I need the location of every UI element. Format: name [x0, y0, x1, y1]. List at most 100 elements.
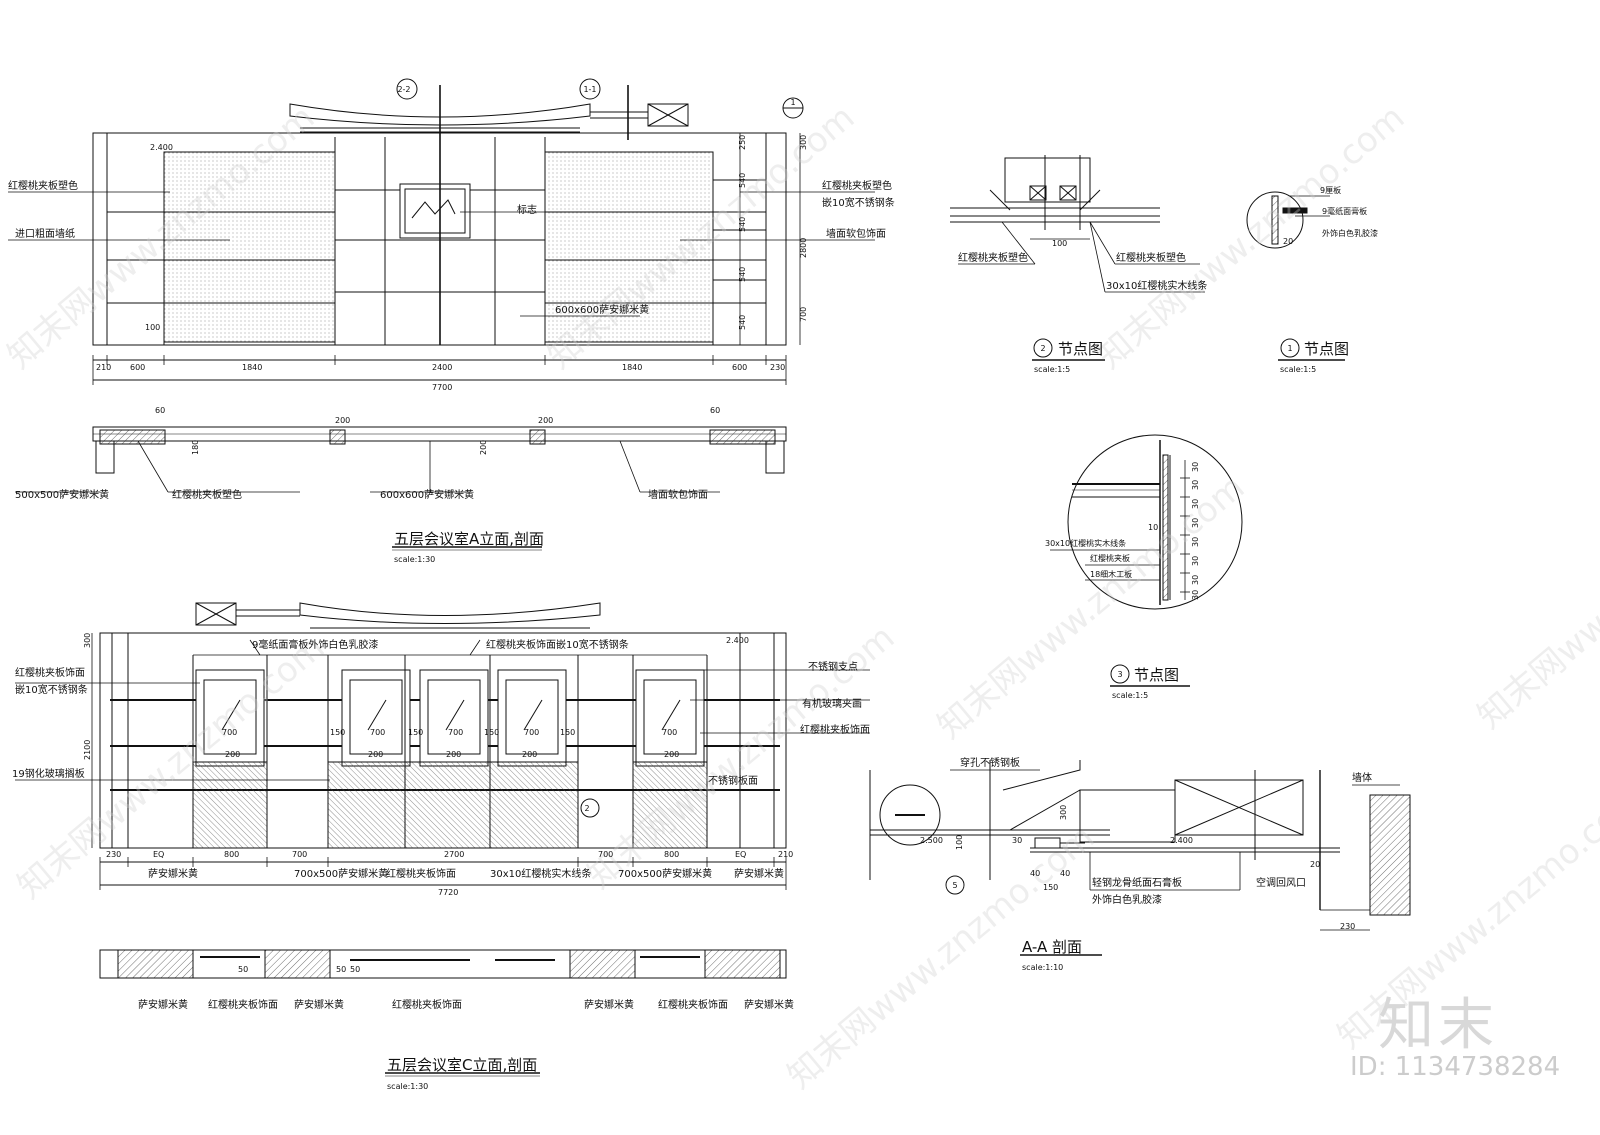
- label-c-top2: 红樱桃夹板饰面嵌10宽不锈钢条: [486, 638, 629, 651]
- label-c-s6: 红樱桃夹板饰面: [658, 998, 728, 1011]
- watermark-site: 知末网www.znzmo.com: [930, 467, 1252, 746]
- dim-c-700b: 700: [598, 850, 613, 859]
- label-c-b2: 700x500萨安娜米黄: [294, 867, 388, 880]
- node3-dim-30f: 30: [1191, 575, 1200, 585]
- dim-a-h540c: 540: [738, 267, 747, 282]
- aa-dim-30: 30: [1012, 836, 1022, 845]
- label-c-b6: 萨安娜米黄: [734, 867, 784, 880]
- callout-1-1: 1-1: [583, 85, 596, 94]
- label-a-right3: 墙面软包饰面: [826, 227, 886, 240]
- node3-dim-10: 10: [1148, 523, 1158, 532]
- dim-a-600b: 600: [732, 363, 747, 372]
- dim-a-2400: 2400: [432, 363, 452, 372]
- label-c-left3: 19钢化玻璃搁板: [12, 767, 85, 780]
- dim-c-eq2: EQ: [735, 850, 746, 859]
- node3-dim-30b: 30: [1191, 499, 1200, 509]
- label-a-left1: 红樱桃夹板塑色: [8, 179, 78, 192]
- dim-a-h700: 700: [799, 307, 808, 322]
- label-a-center-stone: 600x600萨安娜米黄: [555, 303, 649, 316]
- node1-scale: scale:1:5: [1280, 365, 1316, 374]
- label-c-s7: 萨安娜米黄: [744, 998, 794, 1011]
- dim-a-h540a: 540: [738, 173, 747, 188]
- node-1-detail: [1246, 191, 1345, 361]
- dim-c-w150a: 150: [330, 728, 345, 737]
- dim-a-600: 600: [130, 363, 145, 372]
- label-a-sec3: 600x600萨安娜米黄: [380, 488, 474, 501]
- node3-label3: 18细木工板: [1090, 569, 1132, 579]
- node2-title: 节点图: [1058, 340, 1103, 358]
- aa-label2: 墙体: [1352, 771, 1372, 784]
- view-scale-elev-c: scale:1:30: [387, 1082, 428, 1091]
- dim-c-w150d: 150: [560, 728, 575, 737]
- label-c-b3: 红樱桃夹板饰面: [386, 867, 456, 880]
- dim-c-w700d: 700: [222, 728, 237, 737]
- label-a-sec1: 500x500萨安娜米黄: [15, 488, 109, 501]
- elevation-a: [8, 78, 875, 385]
- label-c-r1: 不锈钢支点: [808, 660, 858, 673]
- dim-c-210: 210: [778, 850, 793, 859]
- section-c-plan: [99, 949, 787, 1077]
- watermark-site: 知末网www.znzmo.com: [540, 97, 862, 376]
- dim-c-eq1: EQ: [153, 850, 164, 859]
- label-c-r4: 不锈钢板面: [708, 774, 758, 787]
- dim-c-h2100: 2100: [83, 740, 92, 760]
- node3-title: 节点图: [1134, 666, 1179, 684]
- view-title-elev-c: 五层会议室C立面,剖面: [387, 1056, 537, 1074]
- node3-label2: 红樱桃夹板: [1090, 553, 1130, 563]
- node1-num: 1: [1287, 344, 1292, 353]
- node3-dim-30h: 30: [1191, 590, 1200, 600]
- dim-a-1840b: 1840: [622, 363, 642, 372]
- dim-c-w200d: 200: [522, 750, 537, 759]
- aa-dim-230: 230: [1340, 922, 1355, 931]
- section-a-plan: [15, 426, 787, 551]
- aa-dim-40b: 40: [1060, 869, 1070, 878]
- dim-a-s60b: 60: [710, 406, 720, 415]
- label-c-s3: 萨安娜米黄: [294, 998, 344, 1011]
- label-c-b5: 700x500萨安娜米黄: [618, 867, 712, 880]
- node-3-detail: [1050, 434, 1243, 687]
- dim-a-1840: 1840: [242, 363, 262, 372]
- label-a-sec4: 墙面软包饰面: [648, 488, 708, 501]
- dim-c-s50b: 50: [336, 965, 346, 974]
- callout-1: 1: [790, 98, 795, 107]
- aa-dim-40a: 40: [1030, 869, 1040, 878]
- dim-c-w700e: 700: [662, 728, 677, 737]
- dim-a-s200b: 200: [538, 416, 553, 425]
- label-c-s1: 萨安娜米黄: [138, 998, 188, 1011]
- watermark-site: 知末网www.znzmo.com: [780, 817, 1102, 1096]
- aa-label5: 空调回风口: [1256, 876, 1306, 889]
- aa-dim-2400: 2.400: [1170, 836, 1193, 845]
- node1-label1: 9厘板: [1320, 185, 1341, 195]
- dim-a-s60a: 60: [155, 406, 165, 415]
- node3-dim-30e: 30: [1191, 556, 1200, 566]
- aa-dim-20: 20: [1310, 860, 1320, 869]
- label-c-r3: 红樱桃夹板饰面: [800, 723, 870, 736]
- label-a-logo: 标志: [517, 203, 537, 216]
- label-c-s2: 红樱桃夹板饰面: [208, 998, 278, 1011]
- dim-c-800a: 800: [224, 850, 239, 859]
- node2-label1: 红樱桃夹板塑色: [958, 251, 1028, 264]
- label-c-b1: 萨安娜米黄: [148, 867, 198, 880]
- section-aa: [869, 760, 1411, 956]
- label-c-left2: 嵌10宽不锈钢条: [15, 683, 88, 696]
- dim-a-h540b: 540: [738, 217, 747, 232]
- dim-a-s200a: 200: [335, 416, 350, 425]
- dim-c-w150c: 150: [484, 728, 499, 737]
- dim-c-230: 230: [106, 850, 121, 859]
- node2-scale: scale:1:5: [1034, 365, 1070, 374]
- dim-c-s50a: 50: [238, 965, 248, 974]
- callout-2-2: 2-2: [397, 85, 410, 94]
- picture-frames: [195, 669, 705, 767]
- node3-scale: scale:1:5: [1112, 691, 1148, 700]
- dim-c-w700a: 700: [370, 728, 385, 737]
- dim-c-w200a: 200: [225, 750, 240, 759]
- aa-label3: 轻钢龙骨纸面石膏板: [1092, 876, 1182, 889]
- dim-c-w700c: 700: [524, 728, 539, 737]
- node3-label1: 30x10红樱桃实木线条: [1045, 538, 1126, 548]
- callout-2-c: 2: [584, 804, 589, 813]
- dim-a-210: 210: [96, 363, 111, 372]
- dim-c-s50c: 50: [350, 965, 360, 974]
- dim-c-700a: 700: [292, 850, 307, 859]
